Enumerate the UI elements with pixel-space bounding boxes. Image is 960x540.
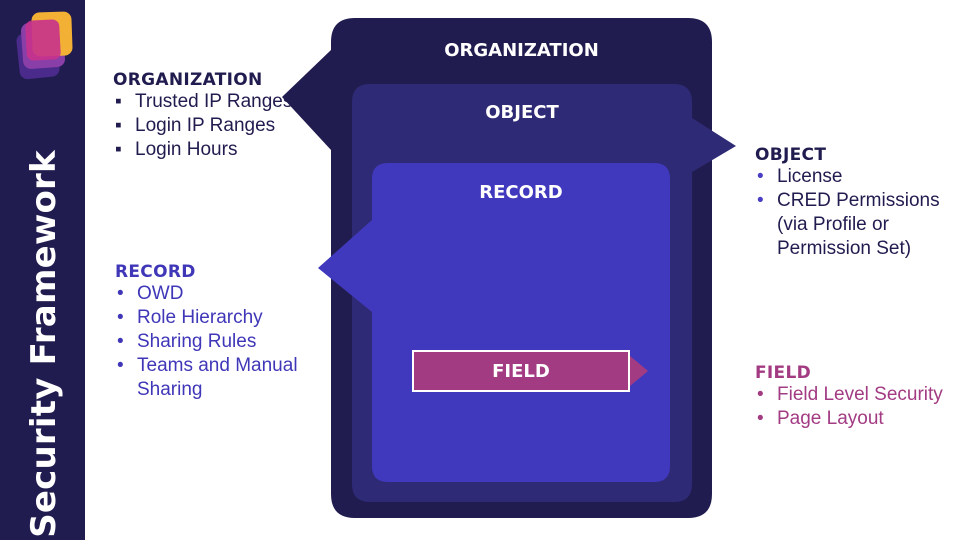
list-item: Role Hierarchy xyxy=(115,306,325,330)
list-item: CRED Permissions (via Profile or Permiss… xyxy=(755,189,950,261)
object-box-label: OBJECT xyxy=(485,102,559,123)
object-group: OBJECT License CRED Permissions (via Pro… xyxy=(755,145,950,261)
organization-group: ORGANIZATION Trusted IP Ranges Login IP … xyxy=(113,70,313,162)
list-item: Sharing Rules xyxy=(115,330,325,354)
record-group: RECORD OWD Role Hierarchy Sharing Rules … xyxy=(115,262,325,402)
list-item: Trusted IP Ranges xyxy=(113,90,313,114)
field-group: FIELD Field Level Security Page Layout xyxy=(755,363,950,431)
object-group-title: OBJECT xyxy=(755,145,827,165)
field-group-title: FIELD xyxy=(755,363,811,383)
list-item: Login Hours xyxy=(113,138,313,162)
organization-list: Trusted IP Ranges Login IP Ranges Login … xyxy=(113,90,313,162)
record-list: OWD Role Hierarchy Sharing Rules Teams a… xyxy=(115,282,325,402)
object-list: License CRED Permissions (via Profile or… xyxy=(755,165,950,261)
list-item: Page Layout xyxy=(755,407,950,431)
sidebar: Security Framework xyxy=(0,0,85,540)
field-box: FIELD xyxy=(412,350,630,392)
list-item: Login IP Ranges xyxy=(113,114,313,138)
field-box-label: FIELD xyxy=(492,360,550,382)
list-item: Teams and Manual Sharing xyxy=(115,354,325,402)
list-item: OWD xyxy=(115,282,325,306)
field-arrow-tip xyxy=(630,356,648,386)
record-group-title: RECORD xyxy=(115,262,196,282)
list-item: Field Level Security xyxy=(755,383,950,407)
record-box xyxy=(318,163,670,482)
organization-group-title: ORGANIZATION xyxy=(113,70,263,90)
field-list: Field Level Security Page Layout xyxy=(755,383,950,431)
stacked-layers-logo-icon xyxy=(16,11,73,80)
organization-box-label: ORGANIZATION xyxy=(444,40,599,61)
record-box-label: RECORD xyxy=(479,182,563,203)
list-item: License xyxy=(755,165,950,189)
